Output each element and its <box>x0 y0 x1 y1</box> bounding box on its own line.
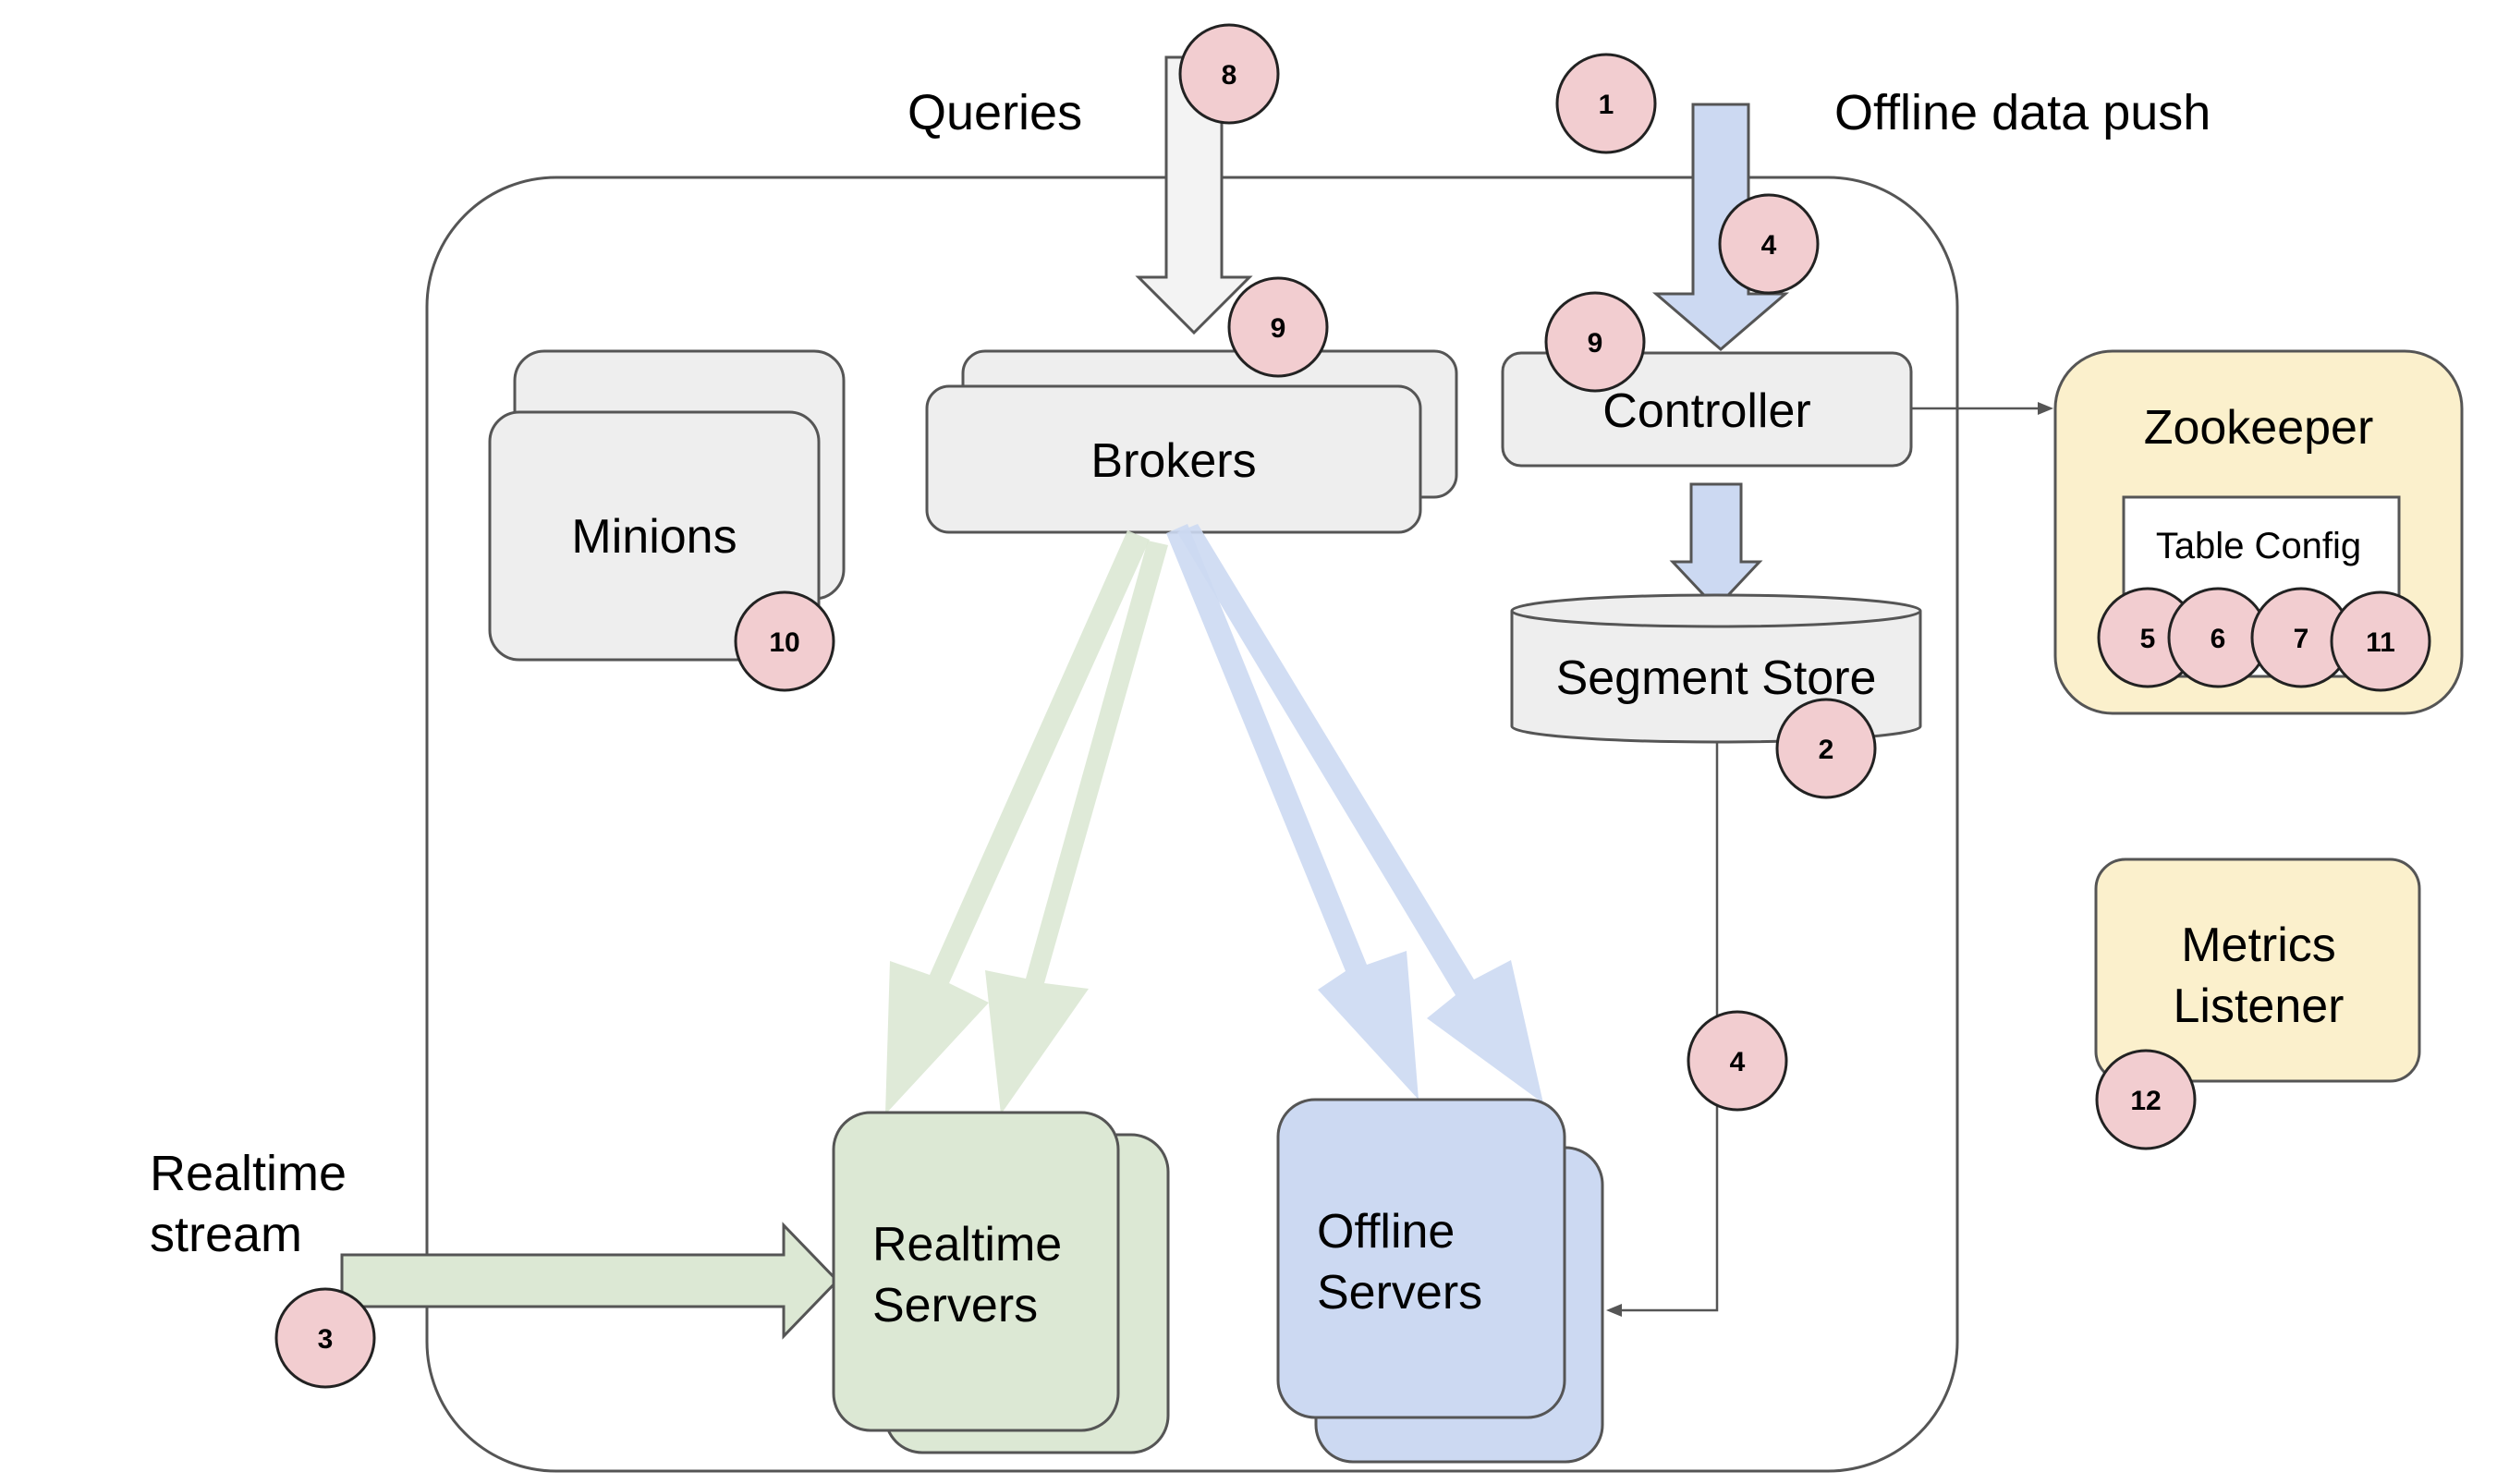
controller-to-segment-store-arrow <box>1669 482 1763 611</box>
step-badge-number: 12 <box>2130 1086 2161 1116</box>
offline-servers-box <box>1276 1098 1566 1419</box>
step-badge: 9 <box>1544 291 1646 393</box>
realtime-servers-box <box>832 1111 1120 1432</box>
step-badge-number: 1 <box>1599 90 1614 120</box>
controller-zookeeper-arrowhead <box>2038 402 2053 415</box>
step-badge: 4 <box>1718 193 1820 295</box>
step-badge-number: 7 <box>2294 624 2309 654</box>
metrics-listener-label-line1: Metrics <box>2181 918 2336 972</box>
minions-box <box>488 410 821 662</box>
step-badge-number: 5 <box>2140 624 2156 654</box>
step-badge: 1 <box>1555 53 1657 154</box>
brokers-label: Brokers <box>1090 434 1256 488</box>
step-badge-number: 11 <box>2366 627 2395 658</box>
controller-label: Controller <box>1602 384 1810 438</box>
step-badge-number: 8 <box>1222 60 1237 91</box>
segment-store-to-offline-servers-connector <box>1619 742 1719 1312</box>
metrics-listener-label-line2: Listener <box>2174 979 2345 1033</box>
step-badge: 11 <box>2330 590 2431 692</box>
step-badge: 8 <box>1178 23 1280 125</box>
queries-label: Queries <box>907 85 1082 140</box>
offline-data-push-label: Offline data push <box>1834 85 2211 140</box>
step-badge-number: 6 <box>2211 624 2226 654</box>
step-badge-number: 4 <box>1730 1047 1746 1077</box>
step-badge: 4 <box>1687 1010 1788 1112</box>
segment-store-to-offline-servers-arrowhead <box>1606 1304 1622 1317</box>
table-config-label: Table Config <box>2156 526 2361 566</box>
step-badge: 10 <box>734 590 835 692</box>
step-badge: 9 <box>1227 276 1329 378</box>
broker-to-realtime-arrow-2 <box>985 541 1168 1114</box>
realtime-servers-label-line1: Realtime <box>872 1218 1062 1271</box>
offline-servers-label-line1: Offline <box>1317 1205 1455 1259</box>
step-badge-number: 3 <box>318 1324 334 1355</box>
realtime-stream-label-line1: Realtime <box>150 1146 347 1201</box>
step-badge: 3 <box>274 1287 376 1389</box>
realtime-stream-label-line2: stream <box>150 1207 302 1262</box>
step-badge-number: 4 <box>1761 230 1777 261</box>
zookeeper-label: Zookeeper <box>2144 401 2374 455</box>
step-badge-number: 2 <box>1819 735 1834 765</box>
offline-push-arrow <box>1651 103 1790 351</box>
broker-to-offline-arrow-2 <box>1177 524 1543 1103</box>
metrics-listener-box <box>2094 858 2421 1083</box>
broker-to-offline-arrow-1 <box>1166 524 1419 1100</box>
realtime-stream-arrow <box>340 1222 840 1340</box>
realtime-servers-label-line2: Servers <box>872 1279 1038 1332</box>
step-badge-number: 9 <box>1271 313 1286 344</box>
segment-store-label: Segment Store <box>1556 651 1877 705</box>
step-badge: 2 <box>1775 698 1877 799</box>
step-badge: 12 <box>2095 1049 2197 1150</box>
minions-label: Minions <box>571 510 737 564</box>
step-badge-number: 9 <box>1588 328 1603 359</box>
offline-servers-label-line2: Servers <box>1317 1266 1482 1320</box>
broker-to-realtime-arrow-1 <box>885 530 1150 1114</box>
segment-store-cylinder-rim <box>1510 610 1922 628</box>
step-badge-number: 10 <box>769 627 799 658</box>
